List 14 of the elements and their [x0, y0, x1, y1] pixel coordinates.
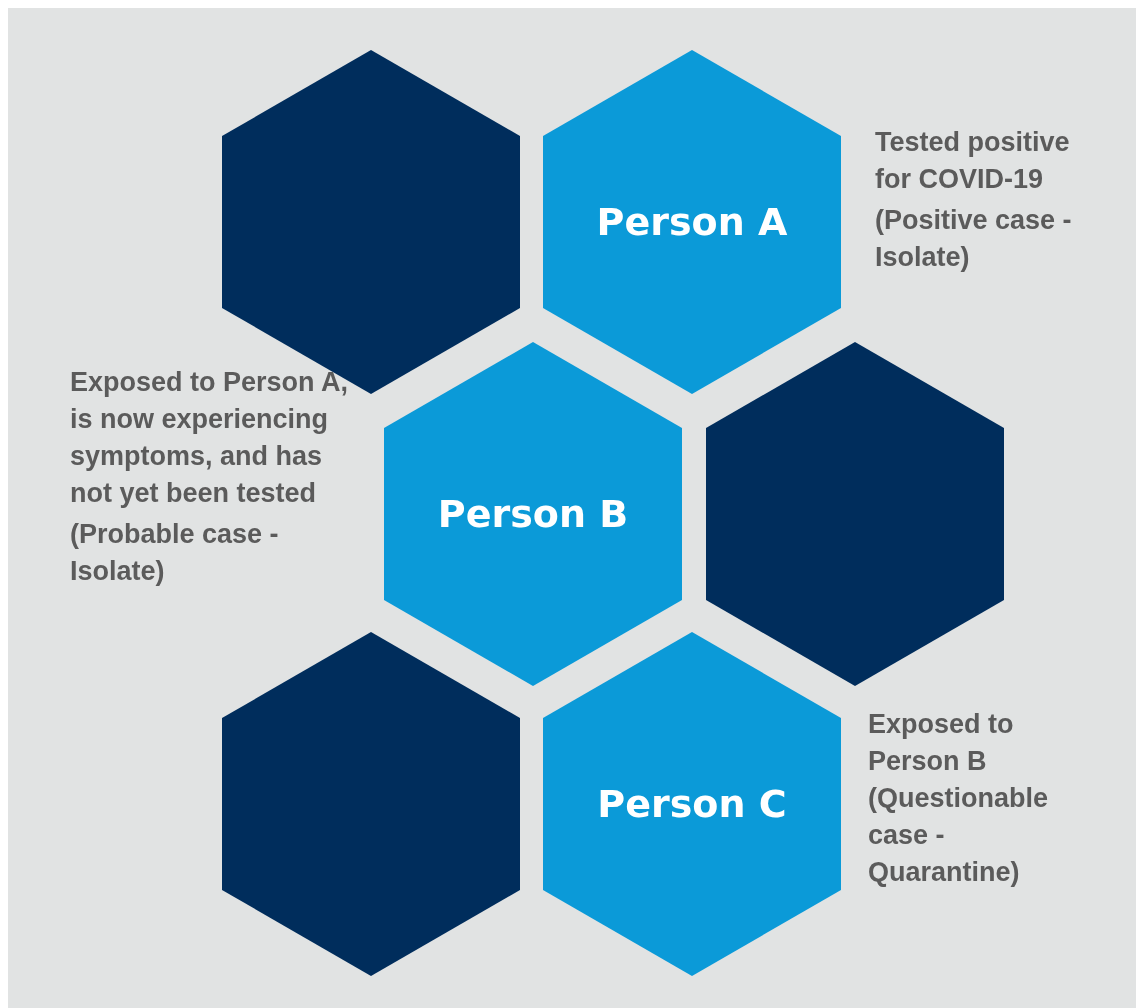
person-hexagon	[543, 632, 841, 976]
hexagon-shape	[222, 632, 520, 976]
person-label: Person A	[596, 200, 788, 244]
annotation-text: Tested positive for COVID-19	[875, 126, 1071, 196]
person-label: Person C	[597, 782, 787, 826]
annotation-text: (Positive case - Isolate)	[875, 204, 1073, 274]
annotation-text: Exposed to Person B (Questionable case - Quarantine)	[868, 708, 1050, 889]
hexagon-shape	[706, 342, 1004, 686]
person-label: Person B	[437, 492, 629, 536]
person-hexagon	[543, 50, 841, 394]
person-hexagon	[384, 342, 682, 686]
hexagon-shape	[222, 50, 520, 394]
annotation-text: Exposed to Person A, is now experiencing symptoms, and has not yet been tested	[70, 366, 350, 510]
annotation-text: (Probable case - Isolate)	[70, 518, 280, 588]
